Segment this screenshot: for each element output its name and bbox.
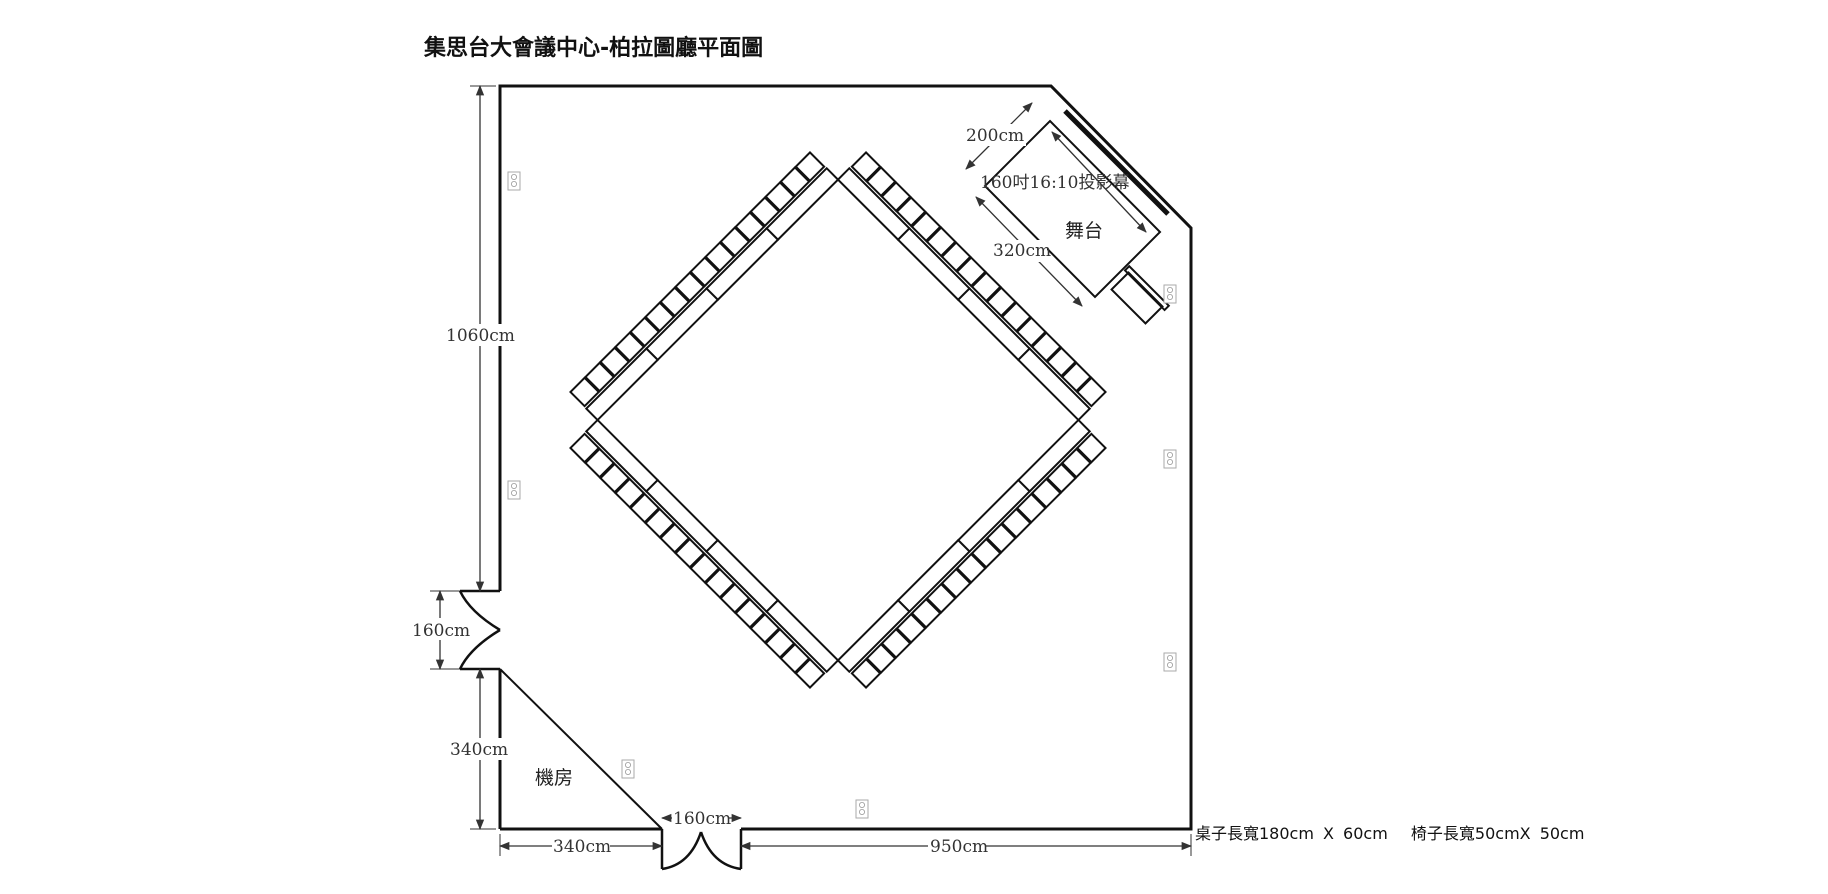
- chair: [644, 507, 676, 539]
- furniture-spec: 桌子長寬180cm X 60cm 椅子長寬50cmX 50cm: [1195, 820, 1598, 844]
- chair-spec: 椅子長寬50cmX 50cm: [1410, 824, 1585, 843]
- chair: [1000, 301, 1032, 333]
- table: [584, 347, 660, 422]
- dim-stage-width: 320cm: [993, 241, 1051, 261]
- chair: [910, 211, 942, 243]
- chair: [895, 196, 927, 228]
- chair: [584, 447, 616, 479]
- power-outlets: [507, 171, 1177, 819]
- chair: [629, 316, 661, 348]
- chair: [1015, 316, 1047, 348]
- dim-bottom-left: 340cm: [553, 837, 611, 857]
- floor-plan-title: 集思台大會議中心-柏拉圖廳平面圖: [424, 36, 764, 61]
- chair: [865, 642, 897, 674]
- chair: [764, 627, 796, 659]
- dim-left-wall-upper: 1060cm: [446, 326, 515, 346]
- chair: [895, 612, 927, 644]
- table: [1016, 347, 1092, 422]
- table: [765, 598, 840, 674]
- table-spec: 桌子長寬180cm X 60cm: [1195, 824, 1388, 843]
- power-outlet-icon: [1163, 284, 1177, 304]
- chair: [940, 241, 972, 273]
- power-outlet-icon: [507, 171, 521, 191]
- chair: [569, 432, 601, 464]
- dim-bottom-right: 950cm: [930, 837, 988, 857]
- chair: [674, 537, 706, 569]
- dim-bottom-door: 160cm: [673, 809, 731, 829]
- chair: [940, 567, 972, 599]
- chair: [1075, 376, 1107, 408]
- chair: [794, 657, 826, 689]
- chair: [1045, 346, 1077, 378]
- dim-left-door: 160cm: [412, 621, 470, 641]
- chair: [779, 642, 811, 674]
- chair: [599, 346, 631, 378]
- stage-label: 舞台: [1065, 220, 1103, 242]
- chair: [764, 181, 796, 213]
- bottom-door: [660, 829, 743, 871]
- chair: [704, 567, 736, 599]
- chair: [614, 477, 646, 509]
- machine-room-diagonal-wall: [499, 668, 663, 830]
- chair: [794, 151, 826, 183]
- chair: [734, 597, 766, 629]
- chair: [569, 376, 601, 408]
- chair: [659, 522, 691, 554]
- stage-corner-wall: [1050, 85, 1192, 229]
- chair: [584, 361, 616, 393]
- chair: [719, 582, 751, 614]
- chair: [704, 241, 736, 273]
- chair: [1060, 447, 1092, 479]
- chair: [1015, 492, 1047, 524]
- chair: [734, 211, 766, 243]
- chair: [749, 196, 781, 228]
- chair: [970, 537, 1002, 569]
- chair: [865, 166, 897, 198]
- power-outlet-icon: [1163, 449, 1177, 469]
- chair: [1030, 331, 1062, 363]
- chair: [1060, 361, 1092, 393]
- chair: [955, 552, 987, 584]
- power-outlet-icon: [621, 759, 635, 779]
- chair: [599, 462, 631, 494]
- lectern: [1110, 264, 1171, 325]
- chair: [614, 331, 646, 363]
- chair: [674, 271, 706, 303]
- chair: [689, 552, 721, 584]
- power-outlet-icon: [855, 799, 869, 819]
- chair: [1075, 432, 1107, 464]
- chair: [629, 492, 661, 524]
- chair: [925, 582, 957, 614]
- chair: [880, 181, 912, 213]
- chair: [644, 301, 676, 333]
- chair: [1030, 477, 1062, 509]
- chair: [659, 286, 691, 318]
- chair: [1000, 507, 1032, 539]
- chair: [719, 226, 751, 258]
- chair: [880, 627, 912, 659]
- chair: [850, 657, 882, 689]
- machine-room-label: 機房: [535, 767, 573, 789]
- power-outlet-icon: [1163, 652, 1177, 672]
- chair: [925, 226, 957, 258]
- dim-left-wall-lower: 340cm: [450, 740, 508, 760]
- chair: [779, 166, 811, 198]
- chair: [1045, 462, 1077, 494]
- chair: [985, 522, 1017, 554]
- screen-label: 160吋16:10投影幕: [980, 173, 1129, 193]
- chair: [749, 612, 781, 644]
- power-outlet-icon: [507, 480, 521, 500]
- dim-stage-depth: 200cm: [966, 126, 1024, 146]
- seating-layout: [569, 151, 1107, 689]
- chair: [910, 597, 942, 629]
- chair: [850, 151, 882, 183]
- chair: [689, 256, 721, 288]
- table: [836, 598, 911, 674]
